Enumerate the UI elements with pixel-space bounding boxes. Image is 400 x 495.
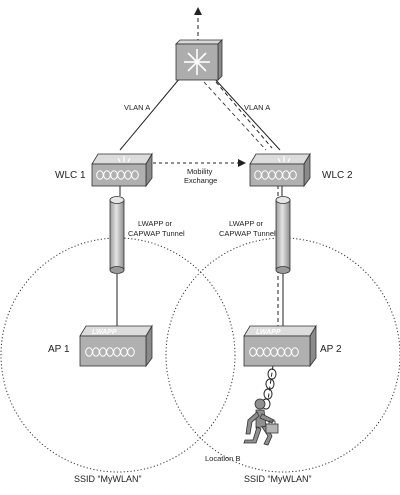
ap1-label: AP 1 <box>48 344 70 355</box>
wlc2-arrows-icon <box>277 156 291 163</box>
right-tunnel <box>275 196 291 274</box>
ap2-access-point: LWAPP <box>243 324 317 368</box>
core-uplink <box>203 81 267 151</box>
wlc1-arrows-icon <box>117 156 131 163</box>
left-tunnel <box>109 196 125 274</box>
switch-arrows-icon <box>184 49 210 75</box>
wlc1-label: WLC 1 <box>55 170 86 181</box>
ap2-port-row <box>249 347 299 357</box>
left-tunnel-label-2: CAPWAP Tunnel <box>128 229 185 238</box>
mobility-label-2: Exchange <box>184 176 217 185</box>
left-tunnel-label-1: LWAPP or <box>138 219 173 228</box>
location-label: Location B <box>205 454 240 463</box>
wlc2-controller <box>249 152 311 188</box>
right-vlan-label: VLAN A <box>244 103 270 112</box>
right-vlan-link <box>213 77 281 151</box>
ap1-badge: LWAPP <box>92 329 117 336</box>
ap2-label: AP 2 <box>320 344 342 355</box>
wlc2-port-row <box>254 170 297 180</box>
mobility-label-1: Mobility <box>187 167 213 176</box>
left-vlan-label: VLAN A <box>124 103 150 112</box>
core-switch <box>175 39 223 81</box>
mobile-client-icon <box>243 398 279 446</box>
ap2-badge: LWAPP <box>256 329 281 336</box>
ap1-access-point: LWAPP <box>79 324 153 368</box>
right-tunnel-label-1: LWAPP or <box>229 219 264 228</box>
right-tunnel-label-2: CAPWAP Tunnel <box>219 229 276 238</box>
wlc2-label: WLC 2 <box>322 170 353 181</box>
right-ssid-label: SSID “MyWLAN” <box>244 474 312 484</box>
client-traffic-path <box>197 8 279 401</box>
ap1-port-row <box>85 347 135 357</box>
wlc1-controller <box>91 152 153 188</box>
left-vlan-link <box>119 77 181 151</box>
left-ssid-label: SSID “MyWLAN” <box>74 474 142 484</box>
wlc1-port-row <box>96 170 139 180</box>
